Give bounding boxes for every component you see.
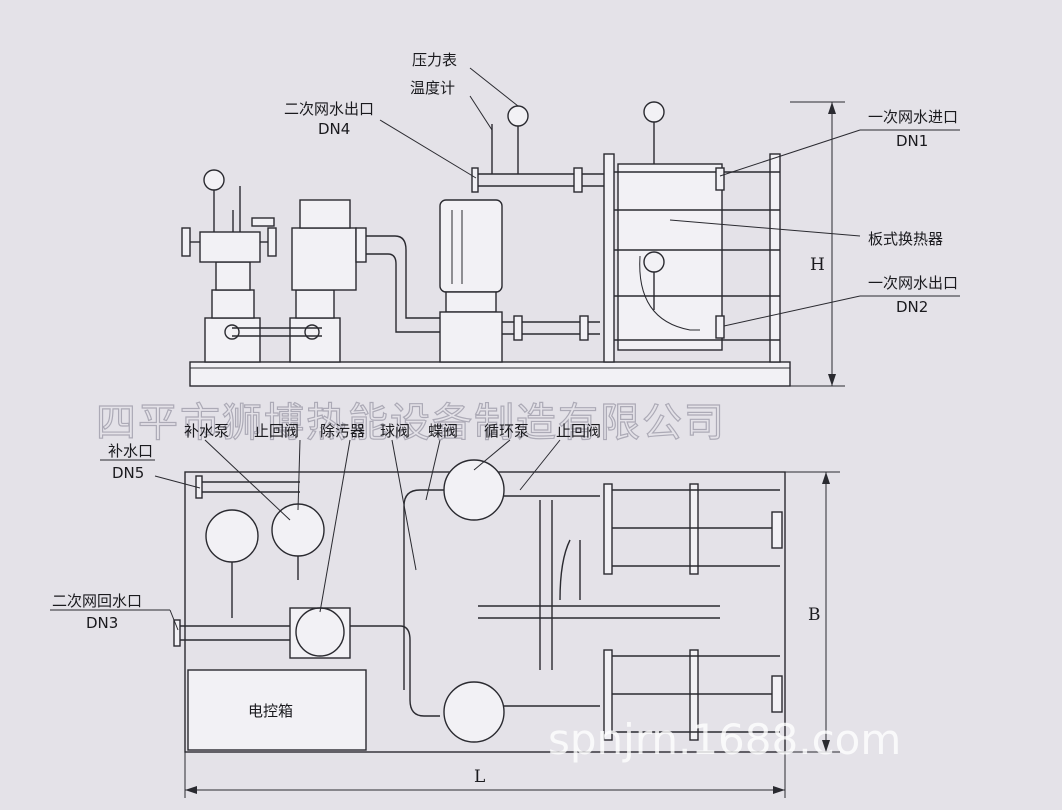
plate-heat-exchanger-plan-2 [603, 649, 783, 741]
label-primary-inlet-dn: DN1 [896, 132, 928, 150]
circulation-pump-2-plan [443, 681, 505, 743]
label-plate-exchanger: 板式换热器 [868, 230, 943, 248]
label-dim-h: H [810, 255, 825, 275]
makeup-pump-front [181, 169, 277, 363]
control-box [187, 669, 367, 751]
label-check-valve: 止回阀 [254, 422, 299, 440]
label-makeup-inlet-dn: DN5 [112, 464, 144, 482]
label-secondary-outlet: 二次网水出口 [284, 100, 374, 118]
label-circulation-pump: 循环泵 [484, 422, 529, 440]
circulation-pump-1-plan [443, 459, 505, 521]
label-butterfly-valve: 蝶阀 [428, 422, 458, 440]
plan-view [173, 459, 786, 753]
makeup-pump-2-plan [271, 503, 325, 557]
makeup-pump-1-plan [205, 509, 259, 563]
label-control-box: 电控箱 [248, 702, 293, 720]
label-dim-b: B [808, 605, 821, 625]
front-elevation [181, 101, 791, 387]
label-primary-inlet: 一次网水进口 [868, 108, 958, 126]
label-secondary-return: 二次网回水口 [52, 592, 142, 610]
label-ball-valve: 球阀 [380, 422, 410, 440]
label-primary-outlet-dn: DN2 [896, 298, 928, 316]
height-dimension [790, 101, 845, 387]
label-makeup-pump: 补水泵 [184, 422, 229, 440]
watermark-site: spnjrn.1688.com [548, 715, 901, 764]
length-dimension [184, 752, 786, 798]
pressure-gauge-icon [203, 169, 225, 191]
plate-heat-exchanger-plan-1 [603, 483, 783, 575]
label-check-valve-2: 止回阀 [556, 422, 601, 440]
watermark-company: 四平市狮博热能设备制造有限公司 [96, 400, 726, 446]
label-thermometer: 温度计 [410, 79, 455, 97]
circulation-pump-front [439, 199, 600, 363]
label-primary-outlet: 一次网水出口 [868, 274, 958, 292]
leader-lines [50, 67, 960, 631]
label-pressure-gauge: 压力表 [412, 51, 457, 69]
label-strainer: 除污器 [320, 422, 365, 440]
strainer-front [224, 199, 367, 363]
label-dim-l: L [474, 767, 485, 787]
plate-heat-exchanger-front [603, 101, 781, 363]
width-dimension [785, 471, 840, 753]
strainer-plan [289, 607, 351, 659]
label-makeup-inlet: 补水口 [108, 442, 153, 460]
secondary-outlet-pipe [471, 105, 604, 193]
label-secondary-outlet-dn: DN4 [318, 120, 350, 138]
label-secondary-return-dn: DN3 [86, 614, 118, 632]
base-skid [189, 361, 791, 387]
